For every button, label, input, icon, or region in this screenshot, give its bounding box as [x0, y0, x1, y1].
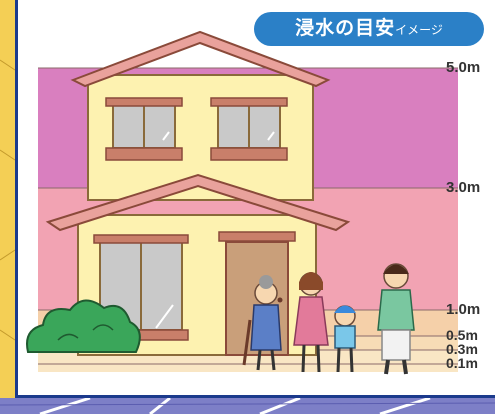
level-label-1m: 1.0m [446, 301, 481, 318]
level-label-0-3m: 0.3m [446, 341, 478, 357]
level-label-5m: 5.0m [446, 59, 481, 76]
title-badge: 浸水の目安イメージ [254, 12, 484, 46]
title-main: 浸水の目安 [295, 18, 396, 39]
flood-depth-panel: 浸水の目安イメージ 5.0m 3.0m 1.0m 0.5m 0.3m 0.1m [15, 0, 495, 398]
level-label-0-5m: 0.5m [446, 327, 478, 343]
level-label-0-1m: 0.1m [446, 355, 478, 371]
flood-depth-illustration [26, 30, 458, 375]
bush [26, 299, 141, 353]
level-label-3m: 3.0m [446, 179, 481, 196]
family [242, 263, 415, 375]
title-suffix: イメージ [395, 23, 443, 37]
